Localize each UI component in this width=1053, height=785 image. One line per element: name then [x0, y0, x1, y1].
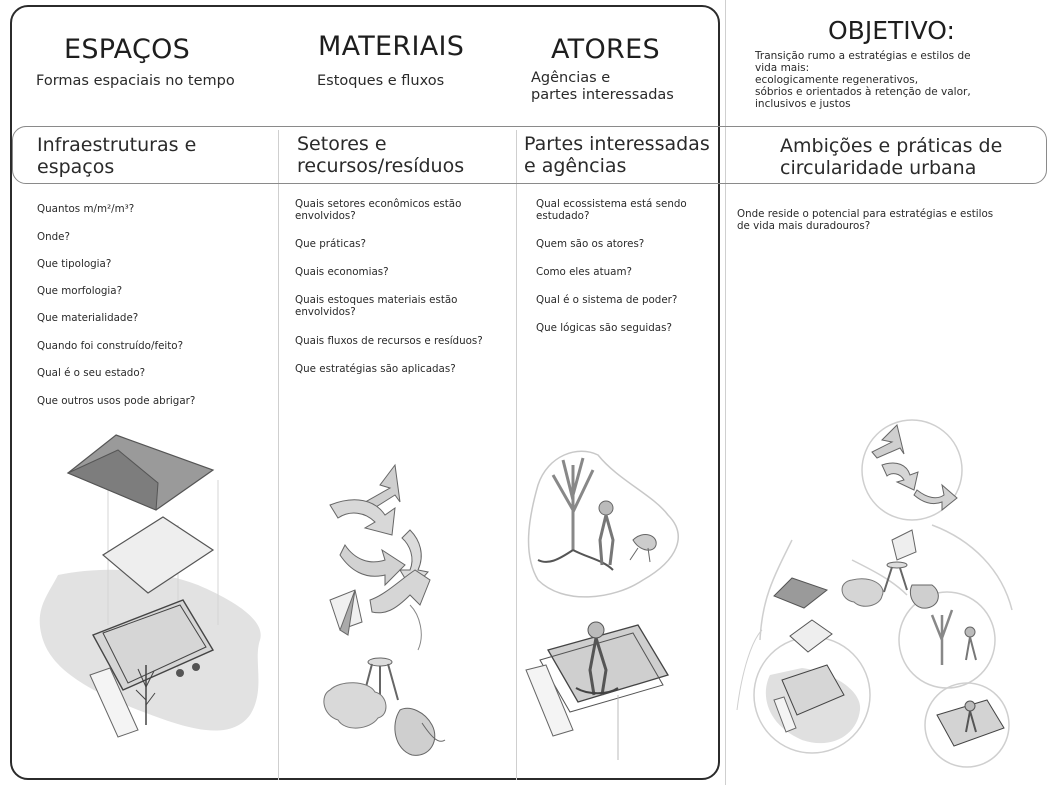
espacos-title: ESPAÇOS — [64, 34, 191, 65]
espacos-question: Qual é o seu estado? — [37, 367, 146, 379]
atores-question: Qual ecossistema está sendo estudado? — [536, 198, 687, 222]
espacos-question: Que morfologia? — [37, 285, 123, 297]
materiais-question: Que estratégias são aplicadas? — [295, 363, 456, 375]
materiais-question: Quais economias? — [295, 266, 389, 278]
materiais-question: Que práticas? — [295, 238, 367, 250]
atores-question: Quem são os atores? — [536, 238, 645, 250]
column-divider — [516, 130, 517, 780]
espacos-layers-illustration — [39, 434, 261, 738]
espacos-question: Que materialidade? — [37, 312, 139, 324]
objective-illustration — [736, 419, 1013, 768]
atores-title: ATORES — [551, 34, 660, 65]
column-divider — [278, 130, 279, 780]
materiais-question: Quais setores econômicos estão envolvido… — [295, 198, 462, 222]
materiais-subtitle: Estoques e fluxos — [317, 73, 445, 89]
atores-question: Como eles atuam? — [536, 266, 632, 278]
materiais-band-label: Setores e recursos/resíduos — [297, 133, 465, 177]
atores-subtitle: Agências e partes interessadas — [531, 70, 674, 103]
materiais-flows-illustration — [323, 463, 446, 756]
espacos-band-label: Infraestruturas e espaços — [37, 134, 197, 178]
analysis-frame — [10, 5, 720, 780]
objective-band-label: Ambições e práticas de circularidade urb… — [780, 135, 1003, 179]
column-divider — [725, 0, 726, 785]
objective-title: OBJETIVO: — [828, 16, 955, 45]
atores-band-label: Partes interessadas e agências — [524, 133, 710, 177]
espacos-question: Quando foi construído/feito? — [37, 340, 184, 352]
atores-question: Que lógicas são seguidas? — [536, 322, 672, 334]
objective-text: Transição rumo a estratégias e estilos d… — [755, 50, 971, 110]
materiais-question: Quais estoques materiais estão envolvido… — [295, 294, 458, 318]
objective-question: Onde reside o potencial para estratégias… — [737, 208, 994, 232]
materiais-question: Quais fluxos de recursos e resíduos? — [295, 335, 483, 347]
espacos-subtitle: Formas espaciais no tempo — [36, 73, 235, 89]
materiais-title: MATERIAIS — [318, 31, 465, 62]
espacos-question: Onde? — [37, 231, 70, 243]
category-band — [12, 126, 1047, 184]
espacos-question: Quantos m/m²/m³? — [37, 203, 135, 215]
espacos-question: Que outros usos pode abrigar? — [37, 395, 196, 407]
espacos-question: Que tipologia? — [37, 258, 112, 270]
atores-question: Qual é o sistema de poder? — [536, 294, 678, 306]
atores-illustration — [525, 450, 679, 760]
